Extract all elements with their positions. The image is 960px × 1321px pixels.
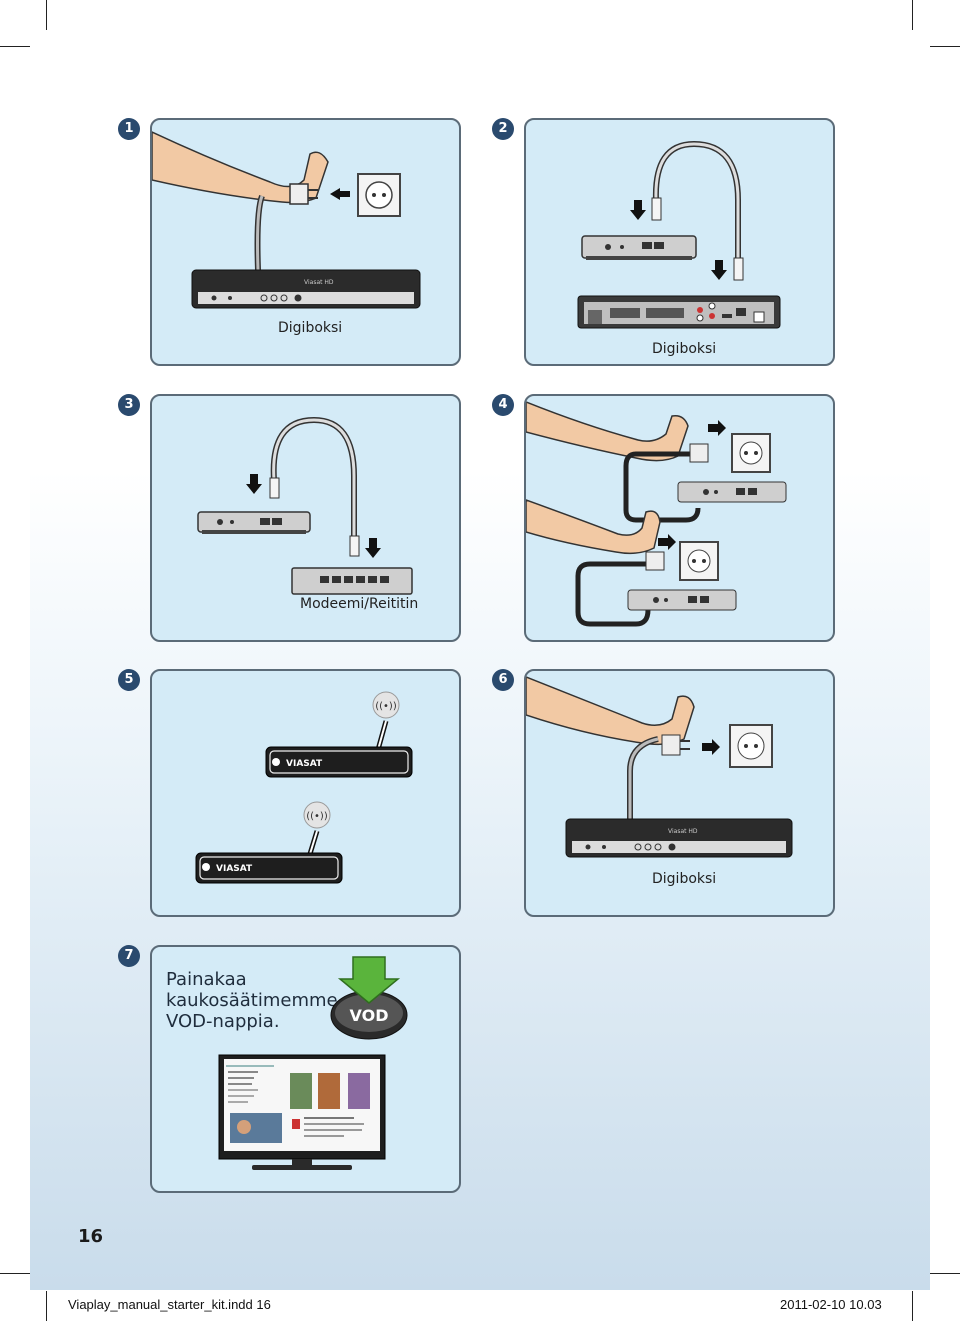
router-icon xyxy=(677,481,787,503)
arrow-down-icon xyxy=(246,474,262,494)
crop-mark xyxy=(912,0,913,30)
step-1-caption: Digiboksi xyxy=(278,320,343,336)
step-2-caption: Digiboksi xyxy=(652,341,717,357)
step-number-7: 7 xyxy=(118,945,140,967)
step-6-panel: Viasat HD Digiboksi xyxy=(524,669,835,917)
arrow-right-icon xyxy=(658,534,676,550)
step-6-caption: Digiboksi xyxy=(652,871,717,887)
crop-mark xyxy=(930,1273,960,1274)
green-arrow-icon xyxy=(337,956,401,1004)
router-icon xyxy=(197,511,311,533)
crop-mark xyxy=(0,46,30,47)
plug-icon xyxy=(689,443,709,463)
instruction-text: Painakaa kaukosäätimemme VOD-nappia. xyxy=(166,969,338,1032)
arrow-down-icon xyxy=(630,200,646,220)
footer-date: 2011-02-10 10.03 xyxy=(780,1297,882,1312)
wifi-button-icon xyxy=(303,801,331,829)
svg-text:VIASAT: VIASAT xyxy=(286,759,323,769)
svg-text:VOD: VOD xyxy=(350,1006,389,1025)
step-6-illustration: Viasat HD xyxy=(526,676,793,858)
step-7-panel: Painakaa kaukosäätimemme VOD-nappia. VOD xyxy=(150,945,461,1193)
step-number-5: 5 xyxy=(118,669,140,691)
crop-mark xyxy=(0,1273,30,1274)
step-1-panel: Viasat HD Digiboksi xyxy=(150,118,461,366)
step-5-panel: ((•)) VIASAT ((•)) VIASAT xyxy=(150,669,461,917)
svg-text:((•)): ((•)) xyxy=(375,701,397,712)
footer-filename: Viaplay_manual_starter_kit.indd 16 xyxy=(68,1297,271,1312)
step-2-illustration xyxy=(577,140,781,329)
arrow-right-icon xyxy=(702,739,720,755)
router-icon xyxy=(627,589,737,611)
arrow-left-icon xyxy=(330,188,350,200)
svg-text:Viasat HD: Viasat HD xyxy=(304,279,334,286)
svg-text:((•)): ((•)) xyxy=(306,811,328,822)
plug-icon xyxy=(645,551,665,571)
arrow-down-icon xyxy=(711,260,727,280)
viasat-router-icon xyxy=(265,746,413,778)
step-number-1: 1 xyxy=(118,118,140,140)
step-4-illustration xyxy=(526,401,787,627)
step-3-caption: Modeemi/Reititin xyxy=(300,596,419,612)
crop-mark xyxy=(930,46,960,47)
step-7-instruction: Painakaa kaukosäätimemme VOD-nappia. xyxy=(166,969,338,1032)
step-number-3: 3 xyxy=(118,394,140,416)
svg-text:Viasat HD: Viasat HD xyxy=(668,828,698,835)
viasat-router-icon xyxy=(195,852,343,884)
step-7-illustration: VOD xyxy=(218,956,408,1170)
step-5-illustration: ((•)) VIASAT ((•)) VIASAT xyxy=(195,691,413,884)
step-2-panel: Digiboksi xyxy=(524,118,835,366)
step-3-panel: Modeemi/Reititin xyxy=(150,394,461,642)
step-4-panel xyxy=(524,394,835,642)
crop-mark xyxy=(912,1291,913,1321)
wifi-button-icon xyxy=(372,691,400,719)
arrow-right-icon xyxy=(708,420,726,436)
plug-icon xyxy=(289,183,309,205)
step-number-4: 4 xyxy=(492,394,514,416)
plug-icon xyxy=(661,734,681,756)
arrow-down-icon xyxy=(365,538,381,558)
crop-mark xyxy=(46,1291,47,1321)
page-number: 16 xyxy=(78,1226,104,1247)
router-icon xyxy=(581,235,697,259)
step-number-2: 2 xyxy=(492,118,514,140)
step-number-6: 6 xyxy=(492,669,514,691)
crop-mark xyxy=(46,0,47,30)
step-3-illustration xyxy=(197,416,413,595)
step-1-illustration: Viasat HD xyxy=(152,131,421,309)
svg-text:VIASAT: VIASAT xyxy=(216,864,253,874)
